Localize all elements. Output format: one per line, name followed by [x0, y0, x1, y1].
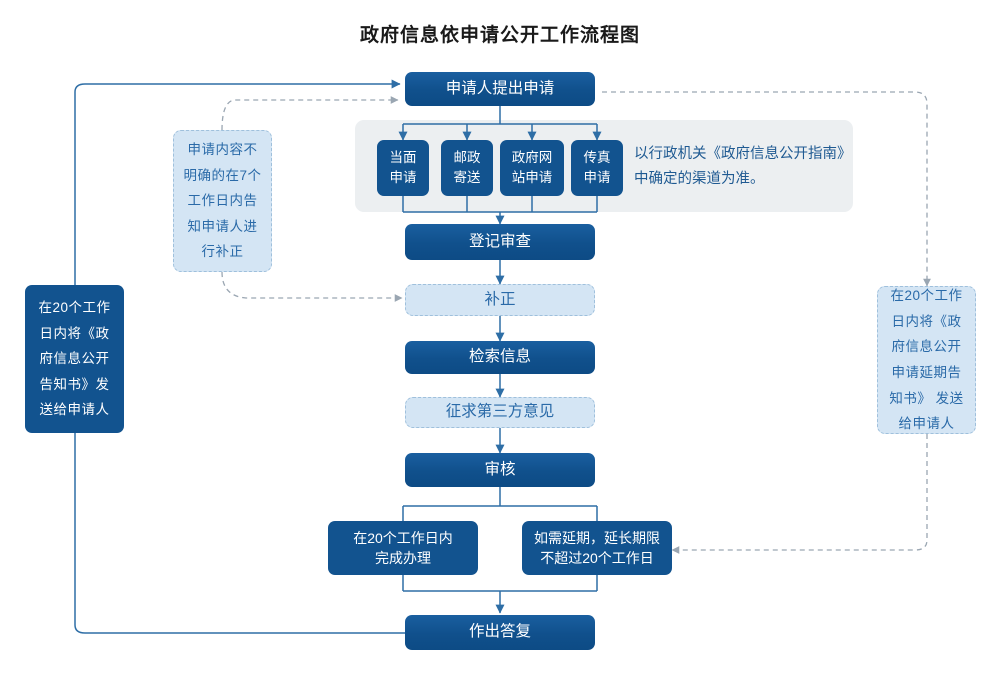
- page-title: 政府信息依申请公开工作流程图: [359, 25, 640, 46]
- node-supplement[interactable]: 补正: [405, 284, 595, 316]
- node-third-party-opinion[interactable]: 征求第三方意见: [405, 397, 595, 428]
- node-channel-in-person[interactable]: 当面 申请: [377, 140, 429, 196]
- note-send-disclosure-notice[interactable]: 在20个工作 日内将《政 府信息公开 告知书》发 送给申请人: [25, 285, 124, 433]
- node-channel-postal[interactable]: 邮政 寄送: [441, 140, 493, 196]
- node-make-reply[interactable]: 作出答复: [405, 615, 595, 650]
- node-complete-within-20-days[interactable]: 在20个工作日内 完成办理: [328, 521, 478, 575]
- note-send-extension-notice[interactable]: 在20个工作 日内将《政 府信息公开 申请延期告 知书》 发送 给申请人: [877, 286, 976, 434]
- channel-note-text: 以行政机关《政府信息公开指南》 中确定的渠道为准。: [634, 146, 852, 188]
- node-channel-fax[interactable]: 传真 申请: [571, 140, 623, 196]
- node-register-review[interactable]: 登记审查: [405, 224, 595, 260]
- node-channel-website[interactable]: 政府网 站申请: [500, 140, 564, 196]
- node-start[interactable]: 申请人提出申请: [405, 72, 595, 106]
- note-unclear-application[interactable]: 申请内容不 明确的在7个 工作日内告 知申请人进 行补正: [173, 130, 272, 272]
- node-extension-max-20-days[interactable]: 如需延期，延长期限 不超过20个工作日: [522, 521, 672, 575]
- node-review[interactable]: 审核: [405, 453, 595, 487]
- node-retrieve-info[interactable]: 检索信息: [405, 341, 595, 374]
